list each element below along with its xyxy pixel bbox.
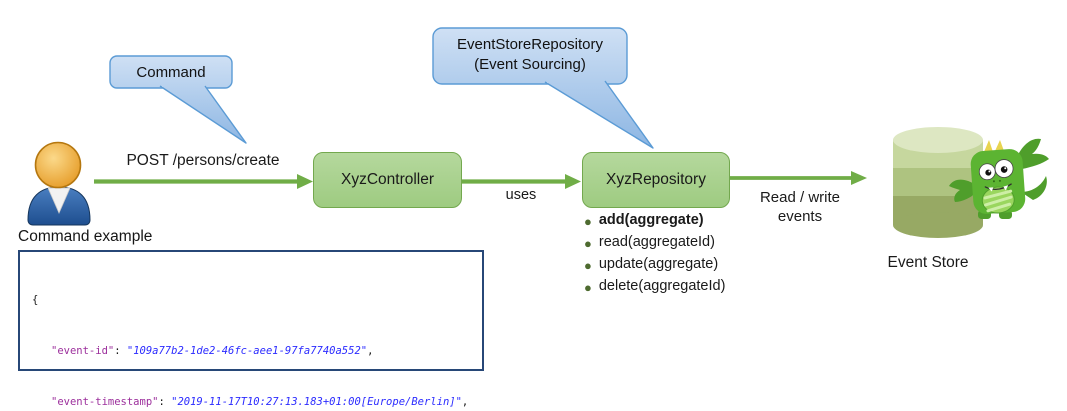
database-cylinder-icon [893, 127, 983, 238]
user-icon [27, 141, 91, 226]
arrow-post-create [94, 174, 313, 189]
method-label: delete(aggregateId) [598, 278, 726, 294]
uses-edge-label: uses [505, 187, 537, 203]
arrow-uses [461, 174, 581, 189]
callout-line2: (Event Sourcing) [474, 56, 586, 73]
controller-node-label: XyzController [340, 171, 435, 188]
method-item-add: ● add(aggregate) [584, 212, 764, 234]
method-item-delete: ● delete(aggregateId) [584, 278, 764, 300]
read-write-line2: events [777, 208, 823, 225]
bullet-icon: ● [584, 236, 592, 251]
method-label: update(aggregate) [598, 256, 719, 272]
bullet-icon: ● [584, 258, 592, 273]
command-example-title: Command example [18, 228, 153, 245]
method-label: add(aggregate) [598, 212, 704, 228]
method-item-update: ● update(aggregate) [584, 256, 764, 278]
command-callout-label: Command [136, 64, 206, 81]
dragon-mascot-icon [949, 138, 1049, 219]
code-line: "event-id": "109a77b2-1de2-46fc-aee1-97f… [51, 345, 374, 357]
repository-node: XyzRepository [582, 152, 730, 208]
callout-line1: EventStoreRepository [457, 36, 603, 53]
bullet-icon: ● [584, 280, 592, 295]
repository-node-label: XyzRepository [606, 171, 706, 188]
method-item-read: ● read(aggregateId) [584, 234, 764, 256]
read-write-line1: Read / write [759, 189, 841, 206]
controller-node: XyzController [313, 152, 462, 208]
event-store-label: Event Store [887, 254, 969, 271]
repository-methods-list: ● add(aggregate) ● read(aggregateId) ● u… [584, 212, 764, 300]
read-write-edge-label: Read / write events [738, 188, 862, 226]
arrow-read-write [729, 171, 867, 185]
code-line: "event-timestamp": "2019-11-17T10:27:13.… [51, 396, 469, 408]
method-label: read(aggregateId) [598, 234, 715, 250]
command-callout-bubble [109, 55, 247, 144]
event-store-repository-callout-bubble [432, 27, 654, 149]
event-store-repository-callout-label: EventStoreRepository (Event Sourcing) [433, 35, 627, 75]
command-example-code-box: { "event-id": "109a77b2-1de2-46fc-aee1-9… [18, 250, 484, 408]
post-request-label: POST /persons/create [126, 152, 280, 169]
code-line: { [32, 294, 39, 306]
bullet-icon: ● [584, 214, 592, 229]
